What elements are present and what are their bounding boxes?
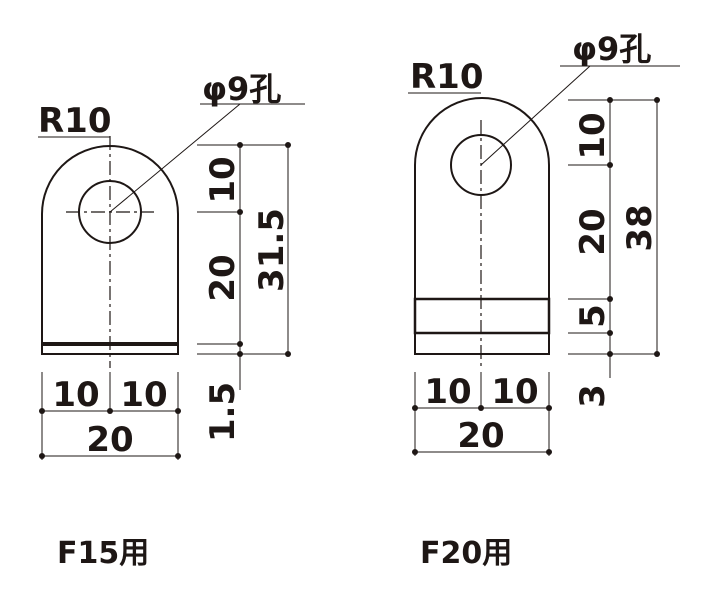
f20-radius-label: R10 [410, 57, 484, 97]
dimension-dots [39, 97, 660, 459]
f20-caption: F20用 [420, 536, 513, 571]
f15-hole-leader [109, 103, 241, 213]
f15-caption: F15用 [57, 536, 150, 571]
f20-dim-v-plate: 5 [573, 304, 613, 328]
f15-hole-label: φ9孔 [202, 70, 281, 108]
f20-dim-v-mid: 20 [573, 208, 613, 255]
f15-part [38, 103, 305, 368]
f15-dim-v-top: 10 [203, 156, 243, 203]
f20-plate [413, 297, 551, 335]
f15-radius-label: R10 [38, 101, 112, 141]
f20-outline [414, 97, 550, 355]
f20-dim-width-total: 20 [457, 416, 504, 456]
f15-dim-width-left: 10 [52, 375, 99, 415]
f15-dim-width-right: 10 [120, 375, 167, 415]
f20-dim-v-base: 3 [573, 384, 613, 408]
f15-dim-v-mid: 20 [203, 254, 243, 301]
f20-hole-label: φ9孔 [572, 30, 651, 68]
f15-dim-v-total: 31.5 [252, 208, 292, 292]
f20-part [408, 65, 680, 368]
f15-dim-v-plate: 1.5 [203, 382, 243, 442]
f20-dim-width-right: 10 [491, 372, 538, 412]
f20-dim-v-top: 10 [573, 112, 613, 159]
f20-dim-v-total: 38 [620, 204, 660, 251]
f20-hole-leader [480, 65, 591, 166]
f20-dim-width-left: 10 [424, 372, 471, 412]
f15-dim-width-total: 20 [86, 420, 133, 460]
f15-outline [41, 145, 179, 355]
